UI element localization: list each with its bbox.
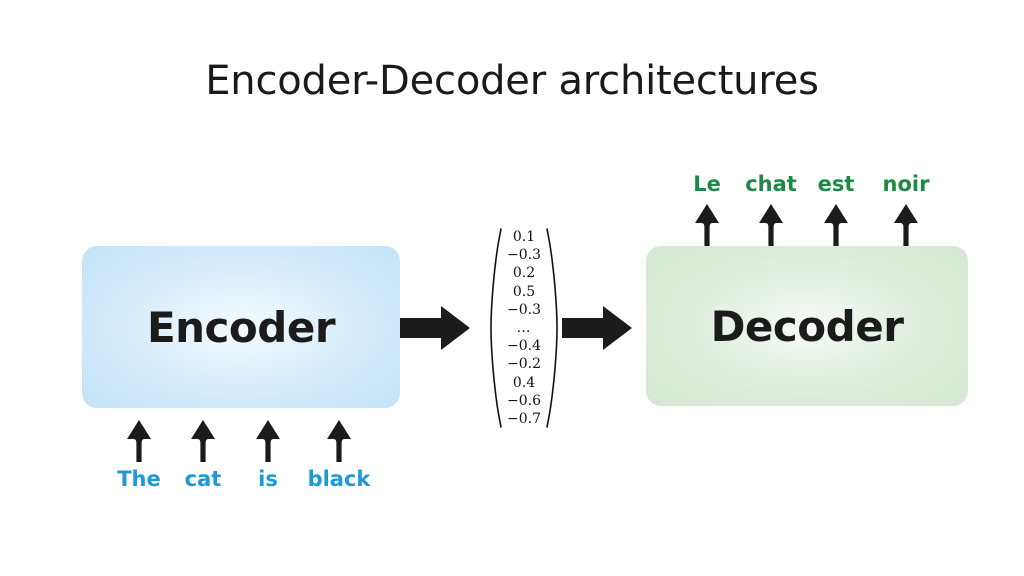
page-title: Encoder-Decoder architectures [205, 58, 819, 104]
up-arrow-icon [126, 420, 152, 462]
input-word-is: is [258, 467, 278, 491]
decoder-label: Decoder [710, 301, 904, 351]
up-arrow-icon [326, 420, 352, 462]
vector-value: −0.6 [507, 392, 541, 409]
encoder-label: Encoder [146, 302, 336, 352]
up-arrow-icon [893, 204, 919, 246]
up-arrow-icon [823, 204, 849, 246]
encoder-box[interactable]: Encoder [82, 246, 400, 408]
vector-value: −0.7 [507, 410, 541, 427]
up-arrow-icon [255, 420, 281, 462]
vector-value-ellipsis: … [516, 319, 532, 336]
vector-value: 0.2 [512, 265, 536, 282]
bracket-left-icon [489, 228, 503, 428]
vector-value-list: 0.1 −0.3 0.2 0.5 −0.3 … −0.4 −0.2 0.4 −0… [501, 230, 547, 426]
up-arrow-icon [758, 204, 784, 246]
flow-arrow-right-icon [562, 305, 632, 351]
flow-arrow-right-icon [400, 305, 470, 351]
up-arrow-icon [694, 204, 720, 246]
input-word-black: black [307, 467, 371, 491]
up-arrow-icon [190, 420, 216, 462]
vector-value: 0.4 [512, 374, 536, 391]
vector-value: −0.4 [507, 338, 541, 355]
vector-value: −0.2 [507, 356, 541, 373]
output-word-noir: noir [882, 172, 930, 196]
vector-value: 0.1 [512, 229, 536, 245]
bracket-right-icon [545, 228, 559, 428]
output-word-est: est [817, 172, 855, 196]
input-word-cat: cat [184, 467, 222, 491]
input-word-the: The [117, 467, 161, 491]
output-word-chat: chat [745, 172, 797, 196]
decoder-box[interactable]: Decoder [646, 246, 968, 406]
vector-value: 0.5 [512, 283, 536, 300]
vector-value: −0.3 [507, 247, 541, 264]
output-word-le: Le [693, 172, 721, 196]
vector-value: −0.3 [507, 301, 541, 318]
latent-vector: 0.1 −0.3 0.2 0.5 −0.3 … −0.4 −0.2 0.4 −0… [489, 228, 559, 428]
